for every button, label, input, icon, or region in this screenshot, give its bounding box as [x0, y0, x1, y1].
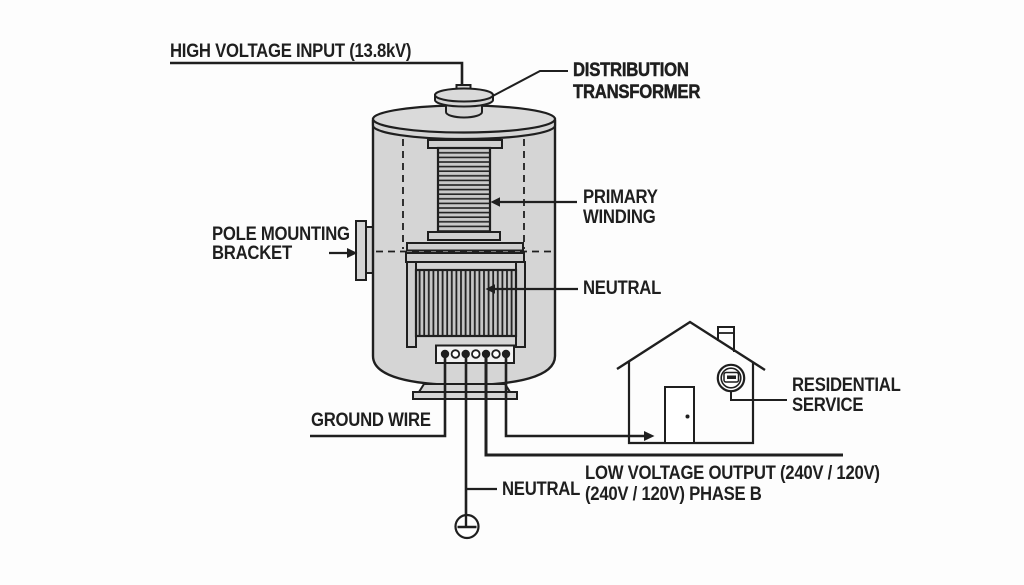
ground-symbol-icon [454, 513, 480, 540]
doorknob [685, 414, 690, 419]
secondary-frame-top [405, 252, 525, 263]
secondary-frame-left-post [406, 261, 417, 348]
label-line: SERVICE [792, 394, 864, 416]
distribution-transformer-leader [481, 70, 568, 103]
label-line: POLE MOUNTING [212, 224, 350, 245]
label-line: DISTRIBUTION [573, 60, 689, 82]
meter-leader-line [730, 391, 787, 401]
primary-winding-arrow [490, 197, 577, 207]
terminal-strip [435, 344, 515, 364]
ground-wire [310, 356, 447, 438]
label-low-voltage-output: LOW VOLTAGE OUTPUT (240V / 120V) (240V /… [585, 463, 880, 505]
label-line: TRANSFORMER [573, 82, 701, 104]
high-voltage-input-wire [170, 61, 464, 87]
secondary-winding-coil [414, 268, 518, 338]
electric-meter-icon [716, 363, 787, 401]
label-line: (240V / 120V) PHASE B [585, 484, 762, 505]
door [664, 386, 695, 444]
label-line: PRIMARY [583, 187, 658, 208]
label-distribution-transformer: DISTRIBUTION TRANSFORMER [573, 60, 701, 104]
label-line: BRACKET [212, 243, 292, 264]
primary-winding-base [427, 231, 501, 241]
label-line: WINDING [583, 206, 656, 228]
label-pole-mounting-bracket: POLE MOUNTING BRACKET [212, 225, 350, 263]
pole-bracket-arrow [329, 248, 358, 258]
hv-bushing [434, 84, 494, 119]
label-residential-service: RESIDENTIAL SERVICE [792, 376, 901, 415]
label-line: LOW VOLTAGE OUTPUT (240V / 120V) [585, 463, 880, 484]
neutral-winding-arrow [485, 284, 578, 294]
label-primary-winding: PRIMARY WINDING [583, 188, 658, 227]
secondary-frame-right-post [515, 261, 526, 348]
primary-winding-hanger [427, 139, 503, 149]
house-service-wire [504, 356, 655, 441]
chimney [717, 326, 735, 352]
primary-winding-coil [436, 146, 492, 235]
label-neutral-winding: NEUTRAL [583, 278, 662, 299]
house-icon [616, 320, 766, 445]
label-line: RESIDENTIAL [792, 375, 901, 396]
neutral-wire [464, 356, 497, 527]
label-neutral-output: NEUTRAL [502, 479, 581, 500]
label-high-voltage-input: HIGH VOLTAGE INPUT (13.8kV) [170, 41, 412, 62]
label-ground-wire: GROUND WIRE [311, 410, 431, 431]
core-shelf [406, 242, 524, 252]
tank-internals [376, 139, 552, 348]
low-voltage-output-wire [484, 356, 843, 457]
